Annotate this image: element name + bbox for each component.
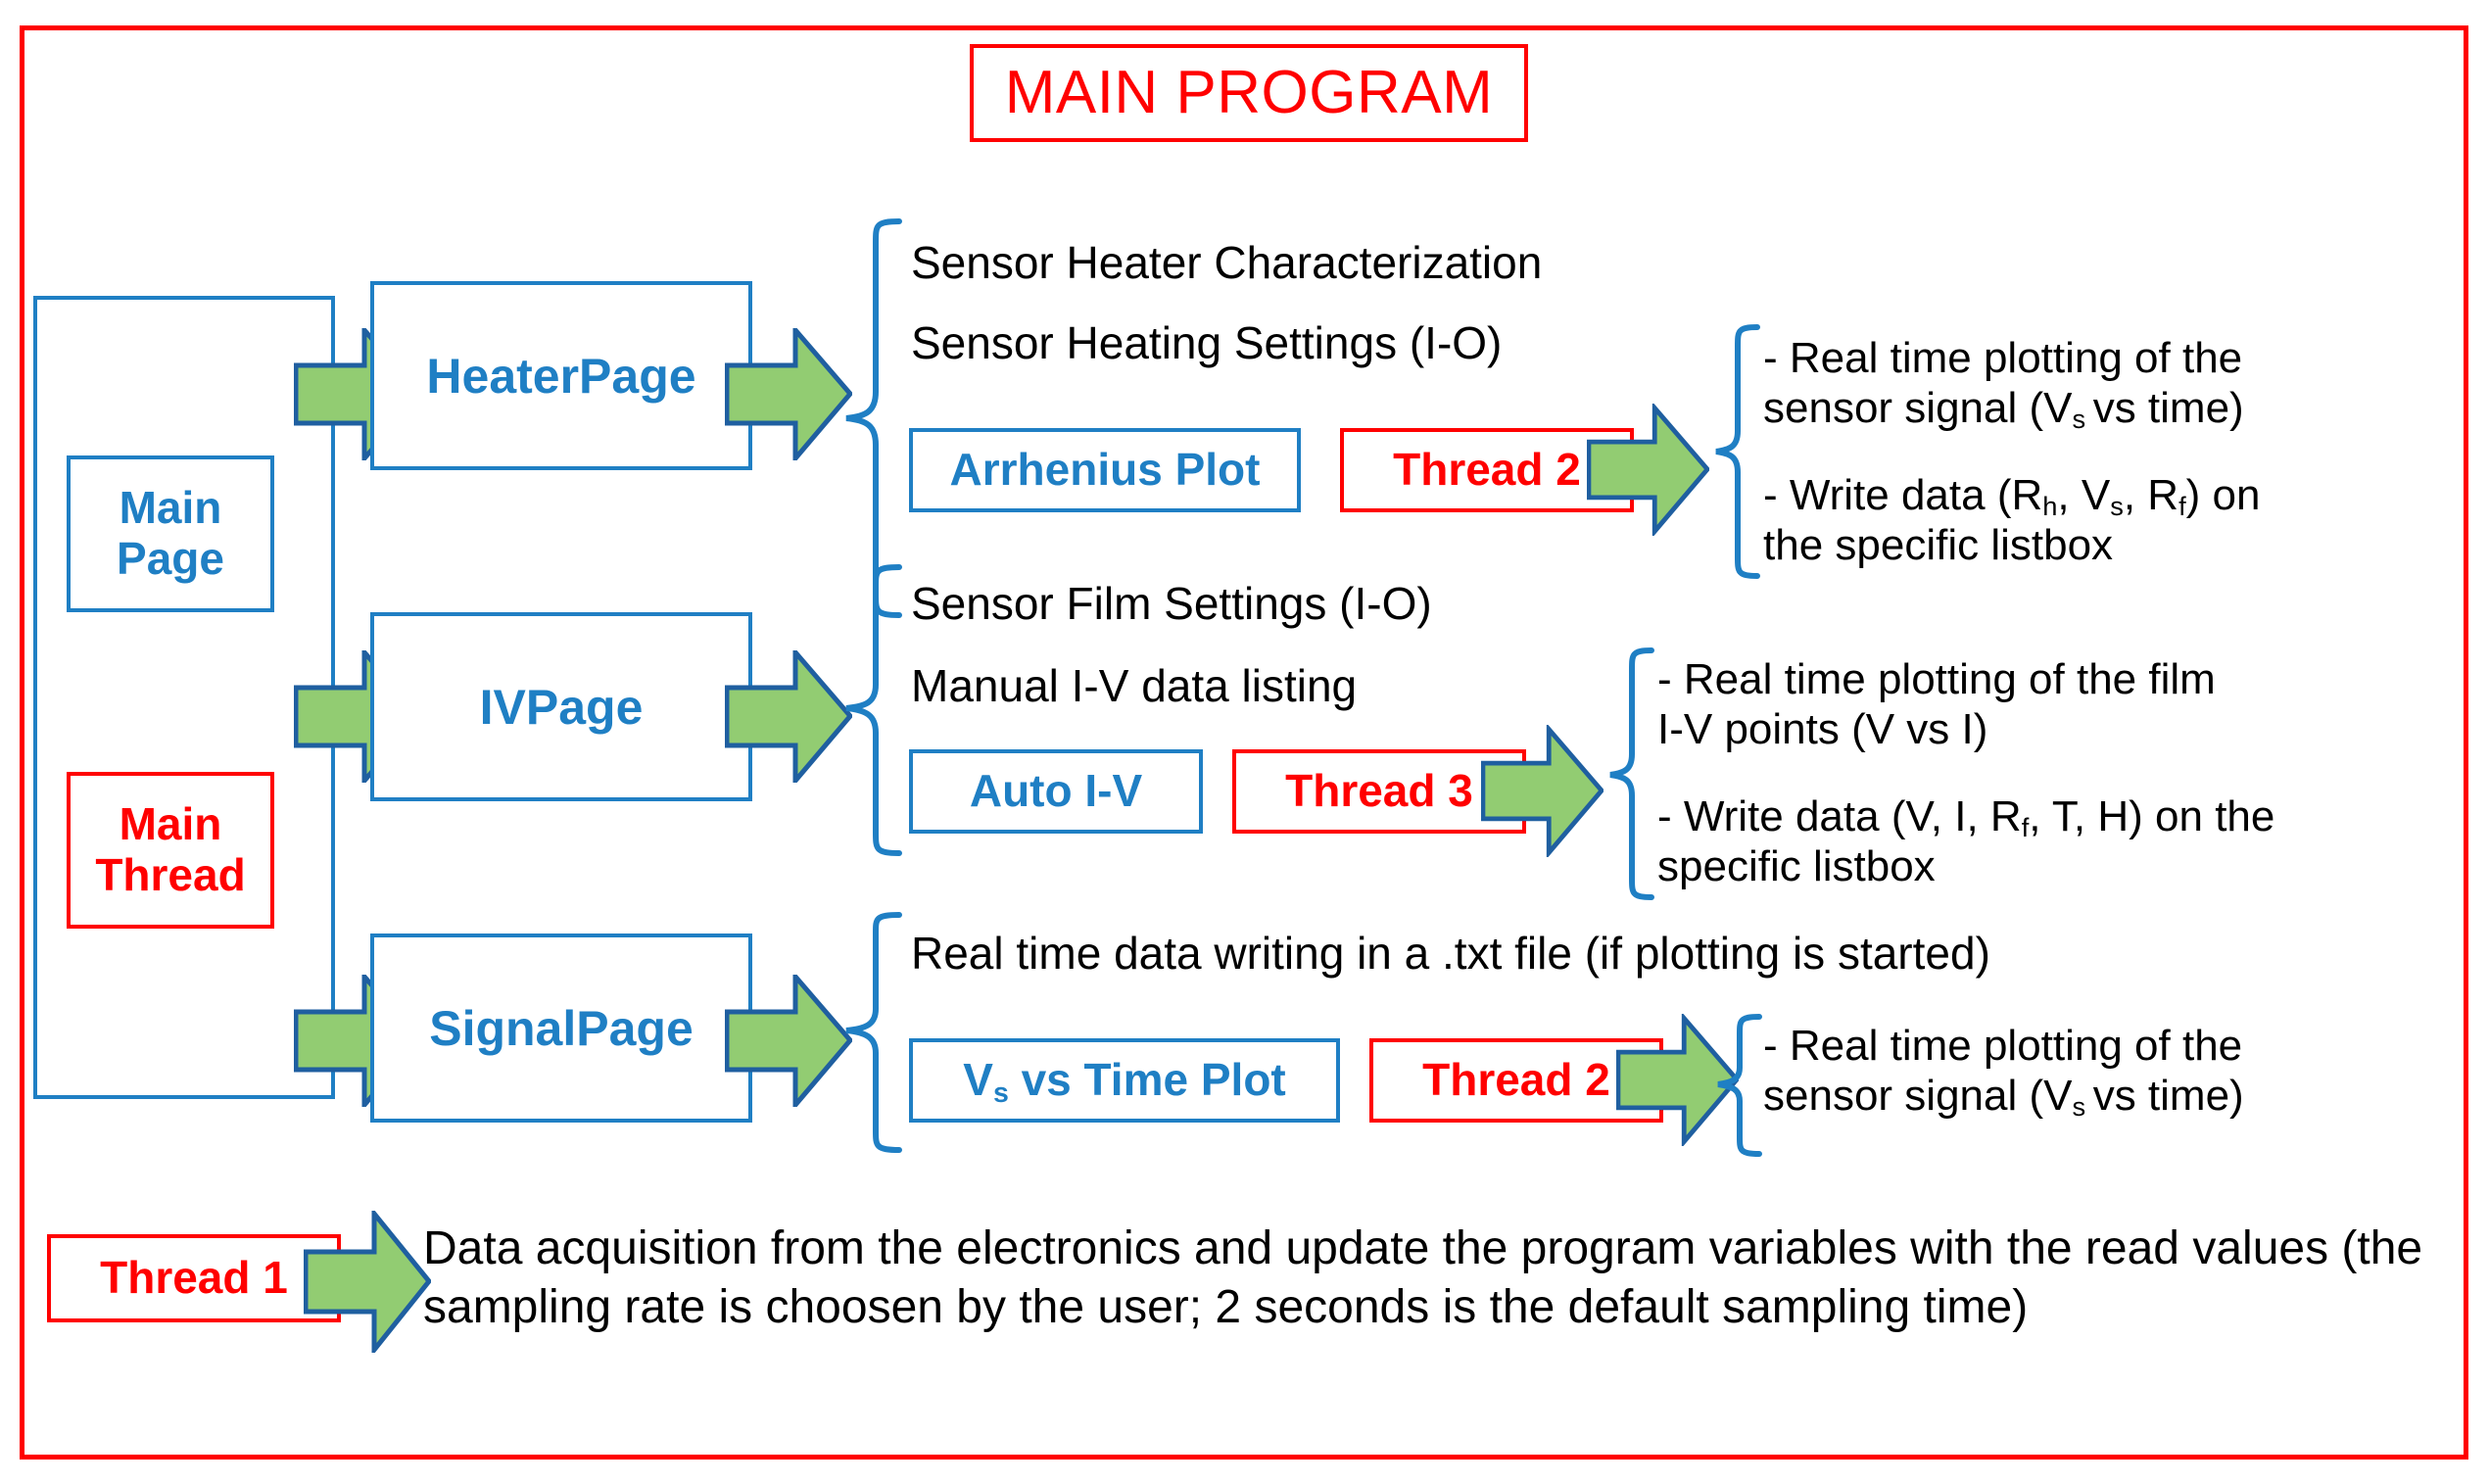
main-page-box[interactable]: Main Page [67,455,274,612]
arrow-thread1-out [304,1211,431,1353]
arrow-ivpage-out [725,650,852,783]
main-program-frame [20,25,2468,1460]
heaterpage-thread-box[interactable]: Thread 2 [1340,428,1634,512]
heaterpage-label: HeaterPage [426,348,696,404]
main-thread-container [33,296,335,1099]
arrow-heaterpage-out [725,328,852,460]
vs-vs-time-plot-box[interactable]: Vs vs Time Plot [909,1038,1340,1123]
ivpage-box[interactable]: IVPage [370,612,752,801]
main-thread-label: Main Thread [95,798,246,900]
signalpage-label: SignalPage [429,1000,694,1056]
arrow-thread2-signal-out [1616,1014,1739,1146]
signalpage-box[interactable]: SignalPage [370,933,752,1123]
arrow-thread3-out [1481,725,1603,857]
heaterpage-thread-label: Thread 2 [1393,444,1581,496]
page-title: MAIN PROGRAM [1004,59,1494,126]
auto-iv-label: Auto I-V [969,765,1143,817]
arrow-signalpage-out [725,975,852,1107]
signalpage-thread-box[interactable]: Thread 2 [1369,1038,1663,1123]
thread1-description: Data acquisition from the electronics an… [423,1222,2423,1334]
auto-iv-box[interactable]: Auto I-V [909,749,1203,834]
main-program-title-box: MAIN PROGRAM [970,44,1528,142]
brace-signalpage-outputs [1714,1013,1763,1160]
signalpage-thread-label: Thread 2 [1422,1054,1610,1106]
thread1-box[interactable]: Thread 1 [47,1234,341,1322]
heaterpage-box[interactable]: HeaterPage [370,281,752,470]
ivpage-thread-box[interactable]: Thread 3 [1232,749,1526,834]
arrow-thread2-heater-out [1587,404,1709,536]
arrhenius-plot-label: Arrhenius Plot [949,444,1261,496]
vs-vs-time-plot-label: Vs vs Time Plot [963,1054,1286,1109]
thread1-label: Thread 1 [100,1252,288,1304]
arrhenius-plot-box[interactable]: Arrhenius Plot [909,428,1301,512]
heaterpage-feature-2: Sensor Heating Settings (I-O) [911,317,1503,368]
heaterpage-feature-1: Sensor Heater Characterization [911,237,1543,288]
ivpage-thread-label: Thread 3 [1285,765,1473,817]
ivpage-label: IVPage [479,679,644,735]
brace-heaterpage-outputs [1712,323,1761,580]
brace-heaterpage [842,217,902,619]
main-page-label: Main Page [117,482,224,584]
brace-signalpage [842,911,902,1156]
brace-ivpage-outputs [1606,646,1655,901]
main-thread-box[interactable]: Main Thread [67,772,274,929]
brace-ivpage [842,563,902,857]
signalpage-feature-1: Real time data writing in a .txt file (i… [911,928,1990,979]
ivpage-feature-1: Sensor Film Settings (I-O) [911,578,1432,629]
ivpage-feature-2: Manual I-V data listing [911,660,1358,711]
